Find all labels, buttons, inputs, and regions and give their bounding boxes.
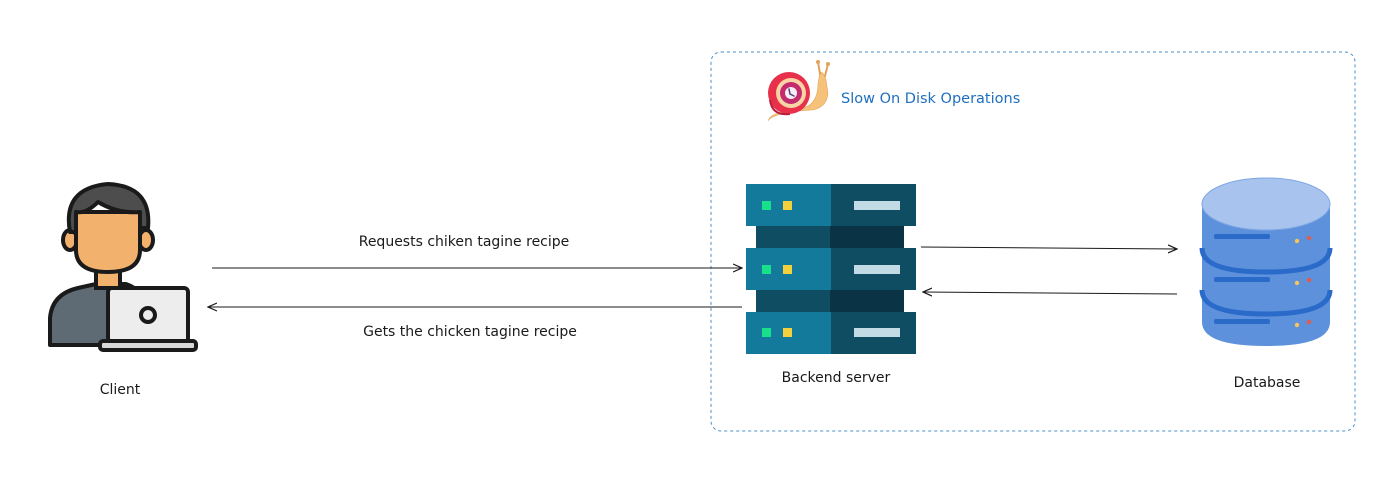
backend-label: Backend server [782, 370, 891, 386]
person-with-laptop-icon [48, 182, 198, 352]
response-arrow-label: Gets the chicken tagine recipe [363, 324, 577, 340]
database-label: Database [1234, 375, 1301, 391]
server-rack-icon [746, 184, 916, 354]
database-to-backend-arrow [923, 292, 1178, 294]
request-arrow-label: Requests chiken tagine recipe [359, 234, 570, 250]
boundary-title: Slow On Disk Operations [841, 91, 1020, 107]
snail-icon [767, 60, 830, 122]
database-icon [1199, 177, 1333, 346]
slow-disk-boundary [710, 51, 1356, 432]
backend-to-database-arrow [920, 247, 1177, 249]
client-label: Client [100, 382, 141, 398]
